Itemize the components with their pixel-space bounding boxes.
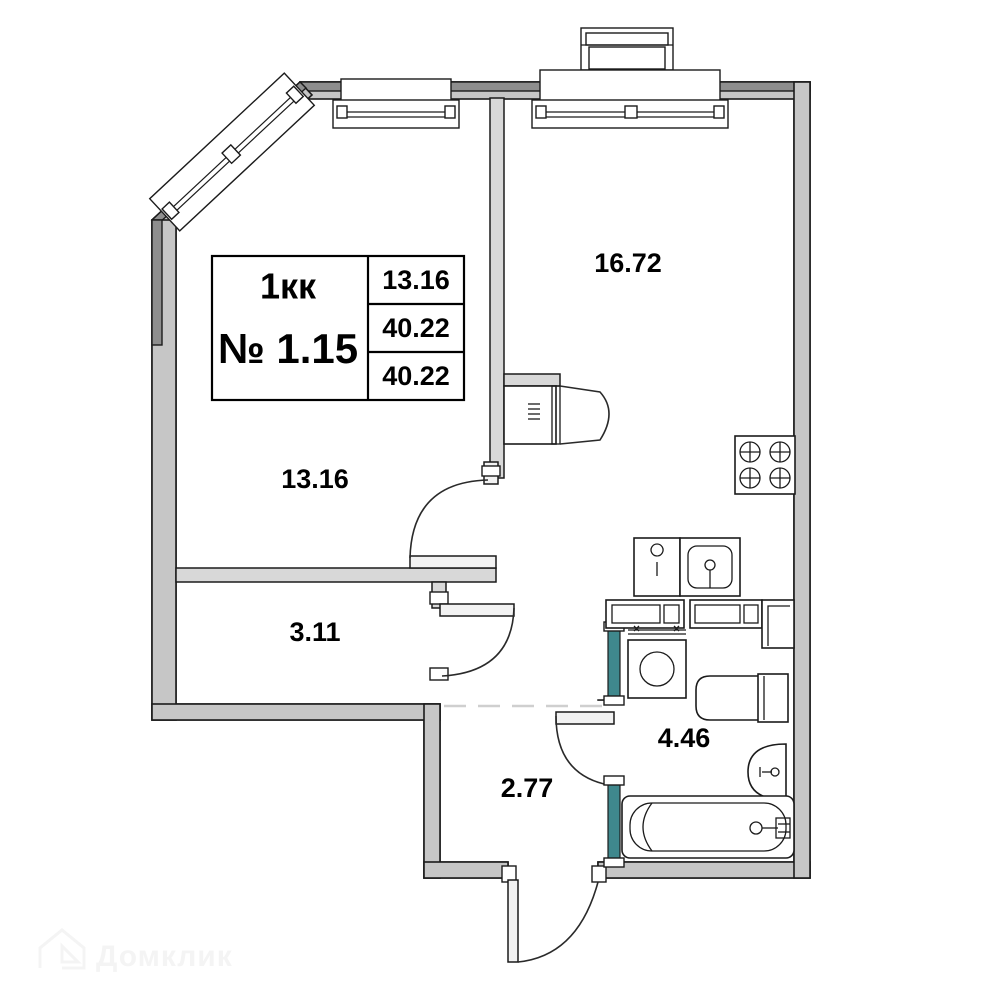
counter-corner xyxy=(761,599,795,649)
bathroom-sink xyxy=(747,743,787,801)
stove xyxy=(734,435,796,495)
counter-right xyxy=(689,599,763,629)
bathtub xyxy=(621,795,795,859)
window-top-left xyxy=(332,78,460,129)
info-box-value-1: 40.22 xyxy=(382,313,450,343)
door-frames-accent xyxy=(603,621,625,868)
room-label-living-room: 13.16 xyxy=(281,464,349,494)
door-frame-bathroom-upper xyxy=(607,627,621,701)
info-box-value-0: 13.16 xyxy=(382,265,450,295)
window-top-right xyxy=(531,27,729,129)
domclick-logo-icon xyxy=(38,928,86,970)
washing-machine xyxy=(627,625,687,699)
room-label-bathroom: 4.46 xyxy=(658,723,711,753)
vent-grille-icon xyxy=(528,403,540,420)
watermark-label: Домклик xyxy=(96,940,233,973)
door-bathroom[interactable] xyxy=(555,711,615,785)
info-box-type: 1кк xyxy=(260,266,317,307)
window-diagonal xyxy=(148,72,316,232)
door-frame-bathroom-lower xyxy=(607,781,621,863)
room-label-kitchen: 16.72 xyxy=(594,248,662,278)
door-entrance[interactable] xyxy=(501,865,607,963)
info-box: 1кк № 1.15 13.16 40.22 40.22 xyxy=(210,254,466,402)
room-labels: 13.16 16.72 3.11 4.46 2.77 xyxy=(281,248,710,803)
room-label-hallway: 2.77 xyxy=(501,773,554,803)
kitchen-sink xyxy=(633,537,741,597)
info-box-number: № 1.15 xyxy=(218,325,358,372)
toilet xyxy=(695,673,789,723)
watermark: Домклик xyxy=(38,928,233,973)
room-label-closet: 3.11 xyxy=(289,617,340,647)
info-box-value-2: 40.22 xyxy=(382,361,450,391)
counter-left xyxy=(605,599,685,629)
door-living-room[interactable] xyxy=(409,461,501,569)
door-closet[interactable] xyxy=(429,591,515,681)
door-kitchen-niche[interactable] xyxy=(503,373,610,445)
